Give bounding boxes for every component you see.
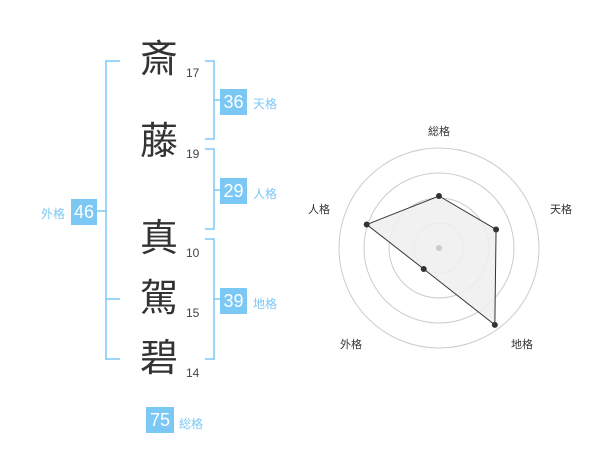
chikaku-label: 地格	[253, 297, 278, 311]
soukaku-label: 総格	[179, 417, 204, 431]
radar-axis-label-jinkaku: 人格	[308, 203, 330, 216]
radar-ring-3	[363, 172, 515, 324]
stroke-count-4: 15	[186, 306, 200, 320]
stroke-count-1: 17	[186, 66, 200, 80]
tenkaku-label: 天格	[253, 97, 278, 111]
radar-point-2	[493, 226, 500, 233]
radar-axis-label-gaikaku: 外格	[340, 338, 362, 351]
radar-point-5	[363, 221, 370, 228]
radar-axis-label-tenkaku: 天格	[550, 203, 572, 216]
jinkaku-value-badge: 29	[220, 178, 247, 204]
name-char-2: 藤	[140, 119, 179, 163]
radar-point-1	[436, 193, 442, 199]
tenkaku-value-badge: 36	[220, 89, 247, 115]
radar-series-polygon	[365, 195, 497, 326]
soukaku-value-badge: 75	[146, 407, 174, 433]
gaikaku-label: 外格	[41, 207, 66, 221]
radar-center-point	[436, 245, 442, 251]
name-char-3: 真	[140, 216, 179, 260]
name-char-5: 碧	[140, 336, 179, 380]
radar-point-3	[491, 321, 498, 328]
stroke-count-3: 10	[186, 246, 200, 260]
radar-axis-label-soukaku: 総格	[428, 125, 450, 138]
jinkaku-label: 人格	[253, 187, 278, 201]
radar-point-4	[420, 266, 427, 273]
gaikaku-value-badge: 46	[71, 199, 97, 225]
stroke-count-2: 19	[186, 147, 200, 161]
name-char-4: 駕	[140, 276, 179, 320]
radar-ring-4	[338, 147, 540, 349]
radar-axis-label-chikaku: 地格	[511, 338, 533, 351]
name-char-1: 斎	[140, 37, 179, 81]
stroke-count-5: 14	[186, 366, 200, 380]
chikaku-value-badge: 39	[220, 288, 247, 314]
